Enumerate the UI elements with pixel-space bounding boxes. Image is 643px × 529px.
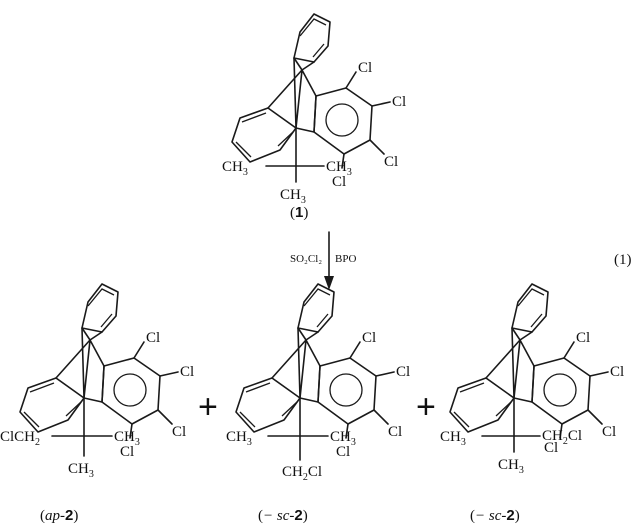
- reaction-arrow: [324, 231, 334, 290]
- cl-label: Cl: [358, 60, 372, 76]
- product-sc-2-b-caption: (− sc-2): [470, 507, 520, 524]
- cl-label: Cl: [336, 444, 350, 460]
- product-ap-2-caption: (ap-2): [40, 507, 78, 524]
- cl-label: Cl: [602, 424, 616, 440]
- chloromethyl-label: CH2Cl: [542, 428, 582, 447]
- methyl-label: CH3: [498, 457, 524, 476]
- product-ap-2-structure: Cl Cl Cl Cl ClCH2 CH3 CH3: [0, 283, 194, 480]
- methyl-label: CH3: [114, 429, 140, 448]
- compound-1-caption: (1): [290, 204, 308, 221]
- cl-label: Cl: [388, 424, 402, 440]
- cl-label: Cl: [120, 444, 134, 460]
- cl-label: Cl: [576, 330, 590, 346]
- reagent-bpo: BPO: [335, 253, 356, 265]
- methyl-label: CH3: [326, 159, 352, 178]
- cl-label: Cl: [332, 174, 346, 190]
- methyl-label: CH3: [330, 429, 356, 448]
- cl-label: Cl: [172, 424, 186, 440]
- product-sc-2-a-caption: (− sc-2): [258, 507, 308, 524]
- chloromethyl-label: ClCH2: [0, 429, 40, 448]
- plus-sign: +: [416, 388, 436, 426]
- cl-label: Cl: [396, 364, 410, 380]
- chloromethyl-label: CH2Cl: [282, 464, 322, 483]
- methyl-label: CH3: [68, 461, 94, 480]
- product-sc-2-a-structure: Cl Cl Cl Cl CH3 CH3 CH2Cl: [226, 283, 410, 483]
- compound-1-structure: Cl Cl Cl Cl CH3 CH3 CH3: [222, 13, 406, 206]
- methyl-label: CH3: [440, 429, 466, 448]
- cl-label: Cl: [384, 154, 398, 170]
- plus-sign: +: [198, 388, 218, 426]
- equation-number: (1): [614, 252, 632, 268]
- reagent-sulfuryl-chloride: SO₂Cl₂: [290, 253, 322, 265]
- methyl-label: CH3: [226, 429, 252, 448]
- cl-label: Cl: [146, 330, 160, 346]
- cl-label: Cl: [362, 330, 376, 346]
- cl-label: Cl: [544, 440, 558, 456]
- cl-label: Cl: [392, 94, 406, 110]
- cl-label: Cl: [180, 364, 194, 380]
- methyl-label: CH3: [222, 159, 248, 178]
- methyl-label: CH3: [280, 187, 306, 206]
- product-sc-2-b-structure: Cl Cl Cl Cl CH3 CH2Cl CH3: [440, 283, 624, 476]
- cl-label: Cl: [610, 364, 624, 380]
